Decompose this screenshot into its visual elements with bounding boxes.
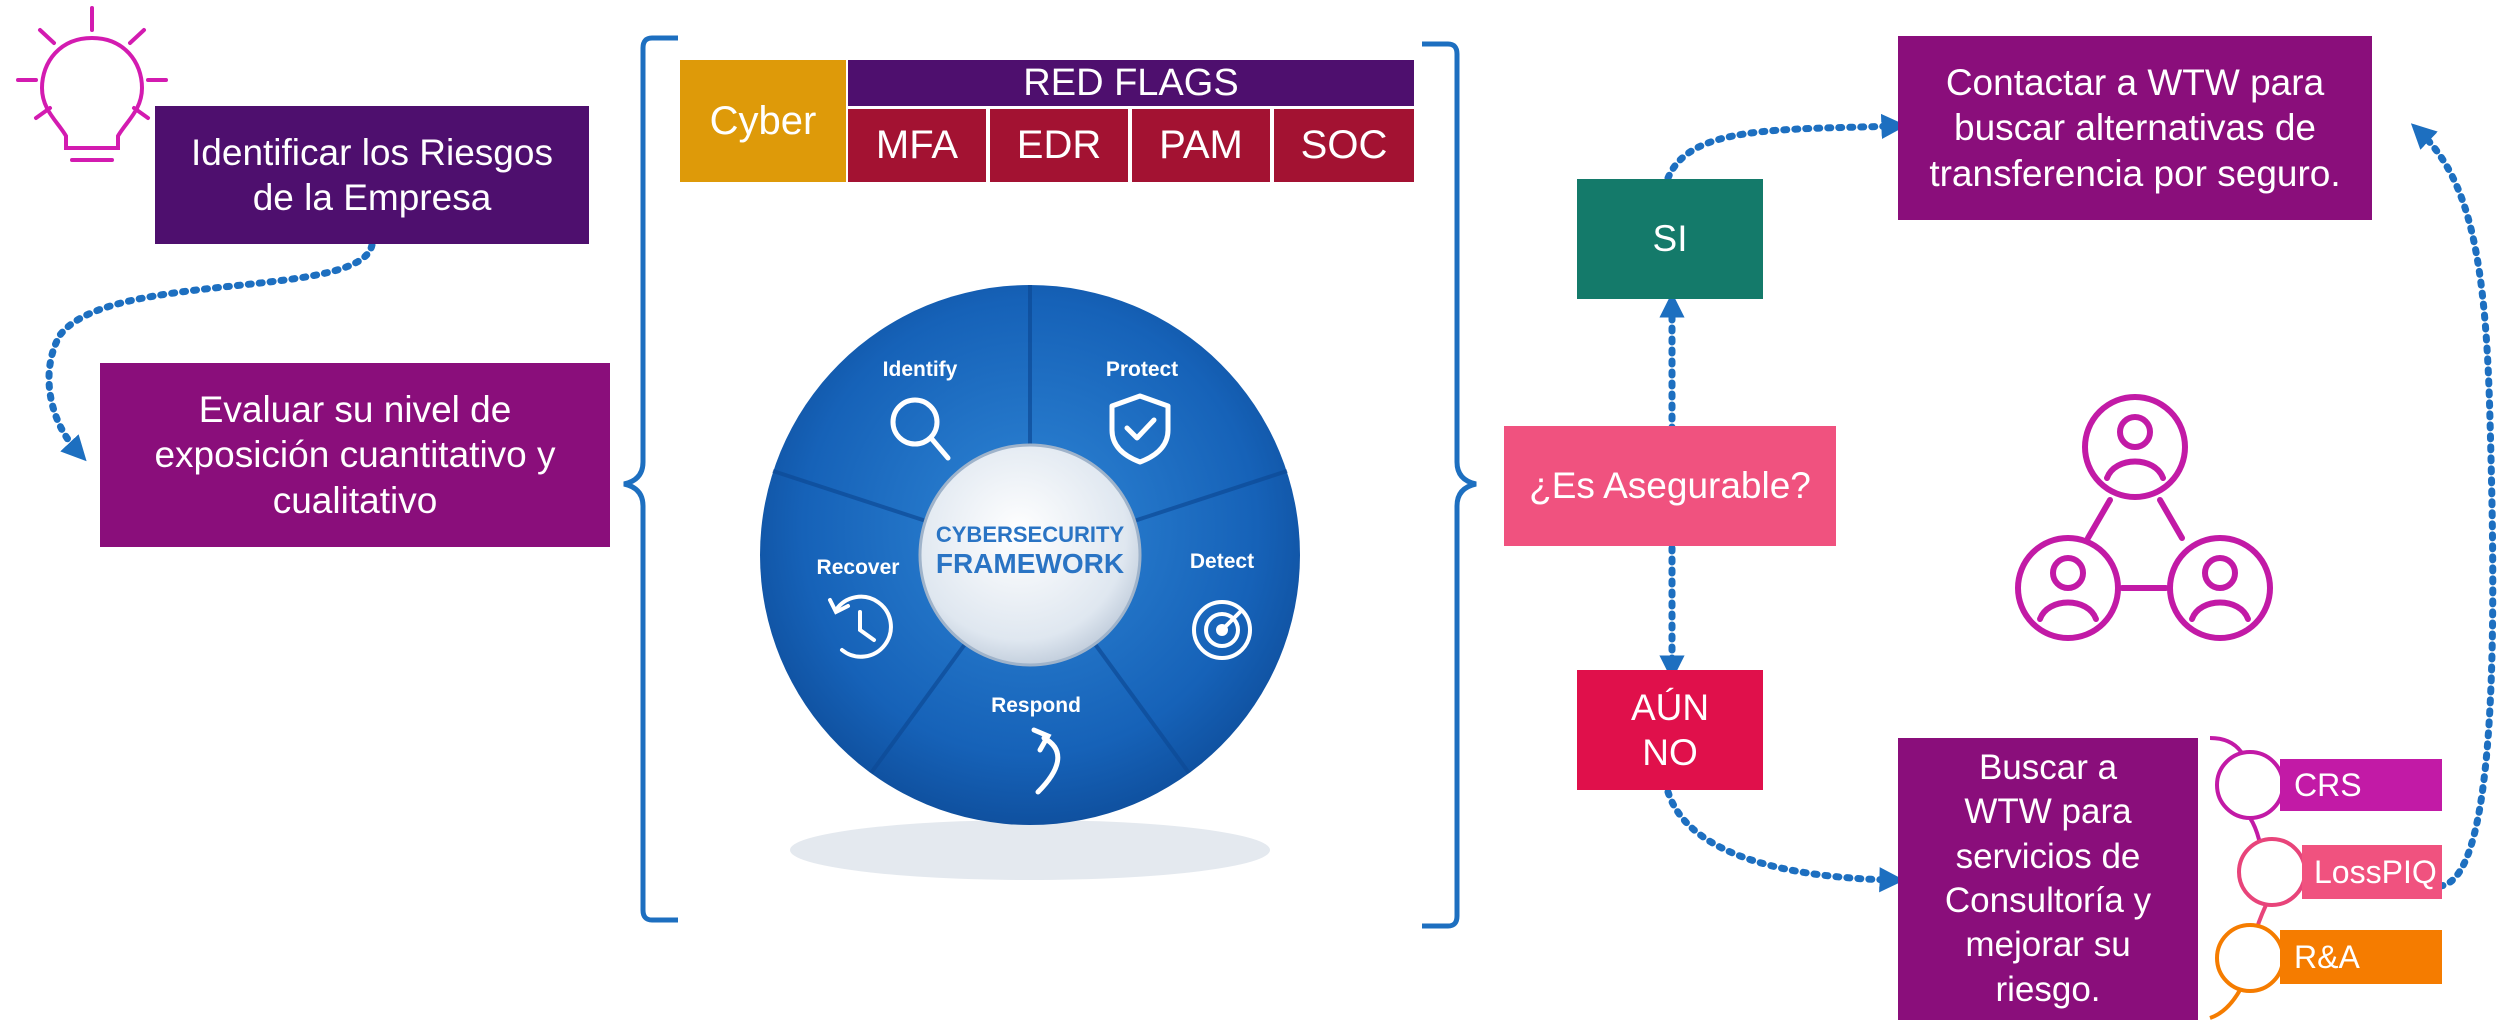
consulting-text: Buscar a WTW para servicios de Consultor… (1944, 747, 2152, 1009)
undo-arrow-icon (1031, 727, 1061, 795)
cyber-cell: Cyber (680, 60, 846, 182)
evaluate-exposure-box: Evaluar su nivel de exposición cuantitat… (100, 363, 610, 547)
hub-line-2: FRAMEWORK (935, 548, 1125, 579)
contact-wtw-box: Contactar a WTW para buscar alternativas… (1898, 36, 2372, 220)
segment-protect-label: Protect (1105, 358, 1179, 381)
lightbulb-icon (16, 6, 168, 162)
segment-identify-label: Identify (882, 358, 958, 381)
segment-detect-label: Detect (1189, 550, 1255, 573)
flag-edr-label: EDR (1016, 123, 1102, 167)
not-yet-box: AÚN NO (1577, 670, 1763, 790)
segment-respond-label: Respond (991, 694, 1081, 717)
flag-mfa-label: MFA (875, 123, 959, 167)
service-crs: CRS (2280, 759, 2442, 811)
contact-wtw-text: Contactar a WTW para buscar alternativas… (1929, 62, 2341, 194)
segment-recover-label: Recover (816, 556, 900, 579)
framework-wheel (760, 285, 1300, 880)
consulting-box: Buscar a WTW para servicios de Consultor… (1898, 738, 2198, 1020)
service-losspiq-label: LossPIQ (2314, 853, 2437, 890)
history-clock-icon (828, 594, 893, 659)
flag-soc-label: SOC (1300, 123, 1388, 167)
service-ra: R&A (2280, 930, 2442, 984)
yes-text: SI (1652, 218, 1688, 260)
identify-risks-box: Identificar los Riesgos de la Empresa (155, 106, 589, 244)
service-losspiq: LossPIQ (2302, 845, 2442, 899)
not-yet-text: AÚN NO (1630, 686, 1710, 773)
service-crs-label: CRS (2294, 766, 2362, 803)
flag-soc: SOC (1274, 109, 1414, 182)
radar-icon (1192, 600, 1252, 660)
flag-pam: PAM (1132, 109, 1270, 182)
insurable-question-text: ¿Es Asegurable? (1529, 465, 1811, 507)
flag-pam-label: PAM (1159, 123, 1243, 167)
flag-mfa: MFA (848, 109, 986, 182)
hub-line-1: CYBERSECURITY (935, 522, 1125, 547)
service-ra-label: R&A (2294, 938, 2360, 975)
wheel-hub-label: CYBERSECURITY FRAMEWORK (920, 522, 1140, 580)
people-network-icon (2015, 394, 2273, 641)
red-flags-title: RED FLAGS (1023, 61, 1239, 104)
insurable-question-box: ¿Es Asegurable? (1504, 426, 1836, 546)
flag-edr: EDR (990, 109, 1128, 182)
evaluate-exposure-text: Evaluar su nivel de exposición cuantitat… (154, 389, 556, 521)
identify-risks-text: Identificar los Riesgos de la Empresa (191, 131, 553, 218)
red-flags-header: RED FLAGS (848, 60, 1414, 106)
yes-box: SI (1577, 179, 1763, 299)
shield-check-icon (1109, 393, 1171, 465)
magnifier-icon (890, 397, 951, 461)
service-rings (2209, 736, 2307, 1020)
cyber-label: Cyber (709, 98, 817, 143)
